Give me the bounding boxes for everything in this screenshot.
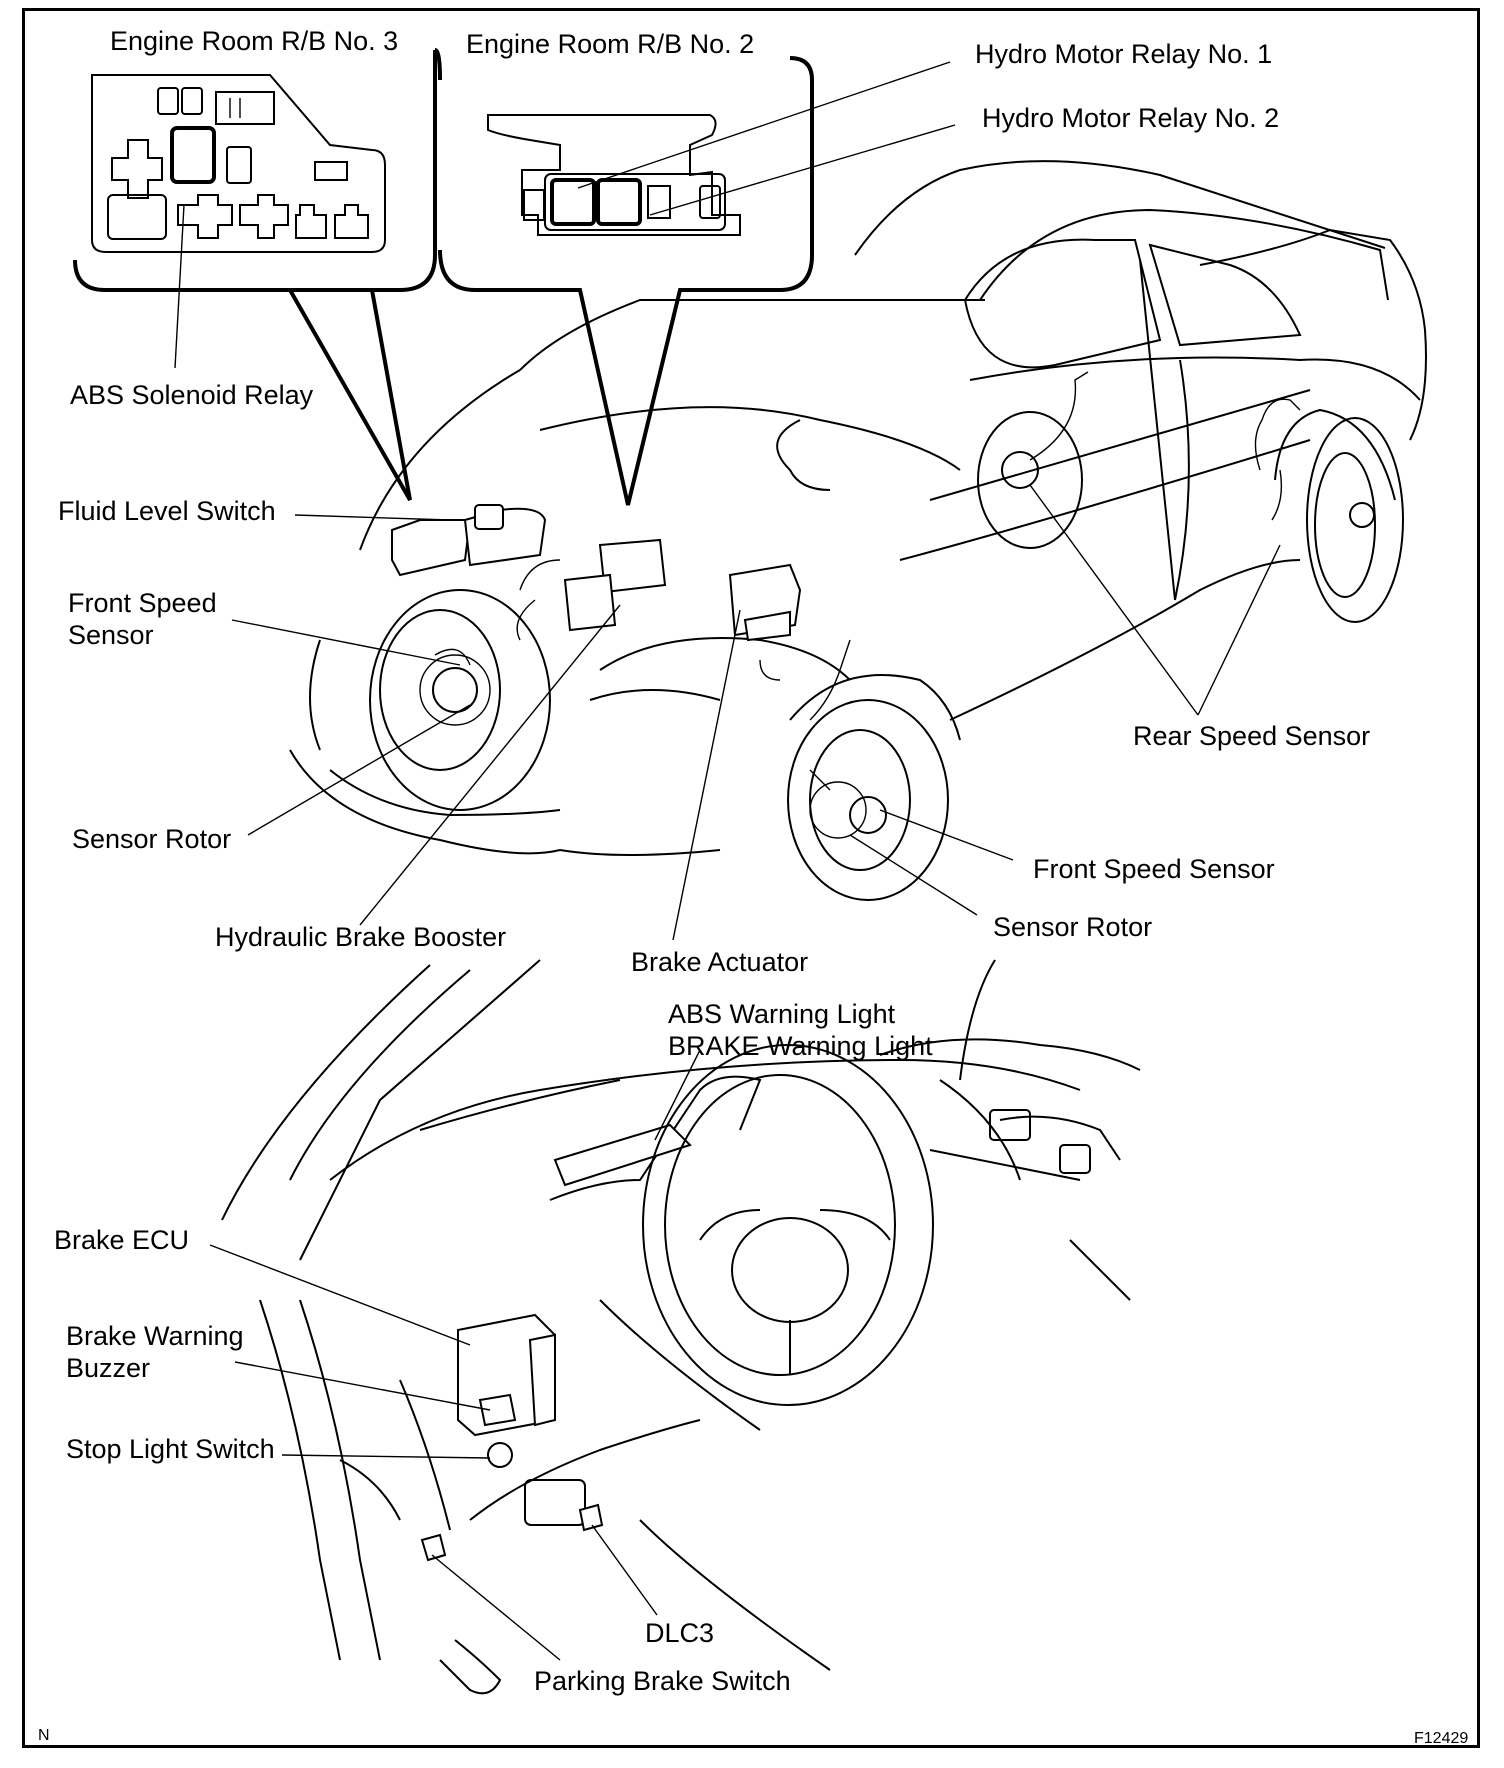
- parking-brake-switch: [420, 1533, 447, 1562]
- rb2-callout: [434, 48, 814, 506]
- label-brake-warning-buzzer: Brake Warning Buzzer: [66, 1321, 244, 1383]
- dlc3-connector: [578, 1503, 604, 1532]
- label-fluid-level-switch: Fluid Level Switch: [58, 496, 276, 526]
- leader-fluid-level-switch: [294, 514, 451, 521]
- label-abs-solenoid-relay: ABS Solenoid Relay: [70, 380, 314, 410]
- label-brake-ecu: Brake ECU: [54, 1225, 190, 1255]
- rb3-callout: [73, 50, 437, 501]
- label-brake-actuator: Brake Actuator: [631, 947, 809, 977]
- leader-parking-brake-switch: [431, 1554, 561, 1661]
- label-sensor-rotor-left: Sensor Rotor: [72, 824, 232, 854]
- leader-sensor-rotor-right: [849, 834, 978, 916]
- leader-brake-actuator: [672, 609, 741, 941]
- leader-dlc3: [591, 1524, 658, 1616]
- label-sensor-rotor-right: Sensor Rotor: [993, 912, 1153, 942]
- label-front-speed-sensor-left: Front Speed Sensor: [68, 588, 217, 650]
- leader-front-speed-sensor-right: [879, 809, 1014, 861]
- label-parking-brake-switch: Parking Brake Switch: [534, 1666, 791, 1696]
- label-engine-room-rb-no3: Engine Room R/B No. 3: [110, 26, 399, 56]
- figure-id: F12429: [1414, 1730, 1469, 1747]
- leader-lines: [174, 61, 1281, 1661]
- leader-abs-solenoid-relay: [174, 204, 185, 369]
- leader-sensor-rotor-left: [247, 704, 471, 836]
- stop-light-switch: [487, 1442, 513, 1468]
- leader-rear-speed-sensor-a: [1029, 484, 1199, 716]
- label-engine-room-rb-no2: Engine Room R/B No. 2: [466, 29, 755, 59]
- leader-front-speed-sensor-left: [231, 619, 461, 666]
- warning-light-bar: [553, 1123, 692, 1187]
- abs-solenoid-relay-box: [170, 126, 216, 184]
- label-dlc3: DLC3: [645, 1618, 715, 1648]
- leader-hydraulic-brake-booster: [359, 604, 621, 926]
- leader-hydro-relay-1: [577, 61, 951, 189]
- interior: [221, 959, 1141, 1695]
- leader-warning-lights: [654, 1049, 701, 1141]
- label-brake-warning-light: BRAKE Warning Light: [668, 1031, 933, 1061]
- leader-brake-ecu: [209, 1244, 471, 1346]
- leader-rear-speed-sensor-b: [1197, 544, 1281, 716]
- label-stop-light-switch: Stop Light Switch: [66, 1434, 275, 1464]
- label-rear-speed-sensor: Rear Speed Sensor: [1133, 721, 1371, 751]
- brake-warning-buzzer: [478, 1393, 517, 1427]
- engine-components: [391, 504, 867, 839]
- label-hydro-motor-relay-1: Hydro Motor Relay No. 1: [975, 39, 1273, 69]
- car-body: [289, 160, 1427, 901]
- leader-brake-warning-buzzer: [234, 1361, 491, 1411]
- leader-hydro-relay-2: [649, 124, 956, 216]
- label-front-speed-sensor-right: Front Speed Sensor: [1033, 854, 1275, 884]
- leader-stop-light-switch: [281, 1454, 491, 1459]
- label-abs-warning-light: ABS Warning Light: [668, 999, 896, 1029]
- corner-code-left: N: [38, 1727, 50, 1744]
- label-hydro-motor-relay-2: Hydro Motor Relay No. 2: [982, 103, 1280, 133]
- label-hydraulic-brake-booster: Hydraulic Brake Booster: [215, 922, 507, 952]
- diagram-frame: [22, 8, 1480, 1748]
